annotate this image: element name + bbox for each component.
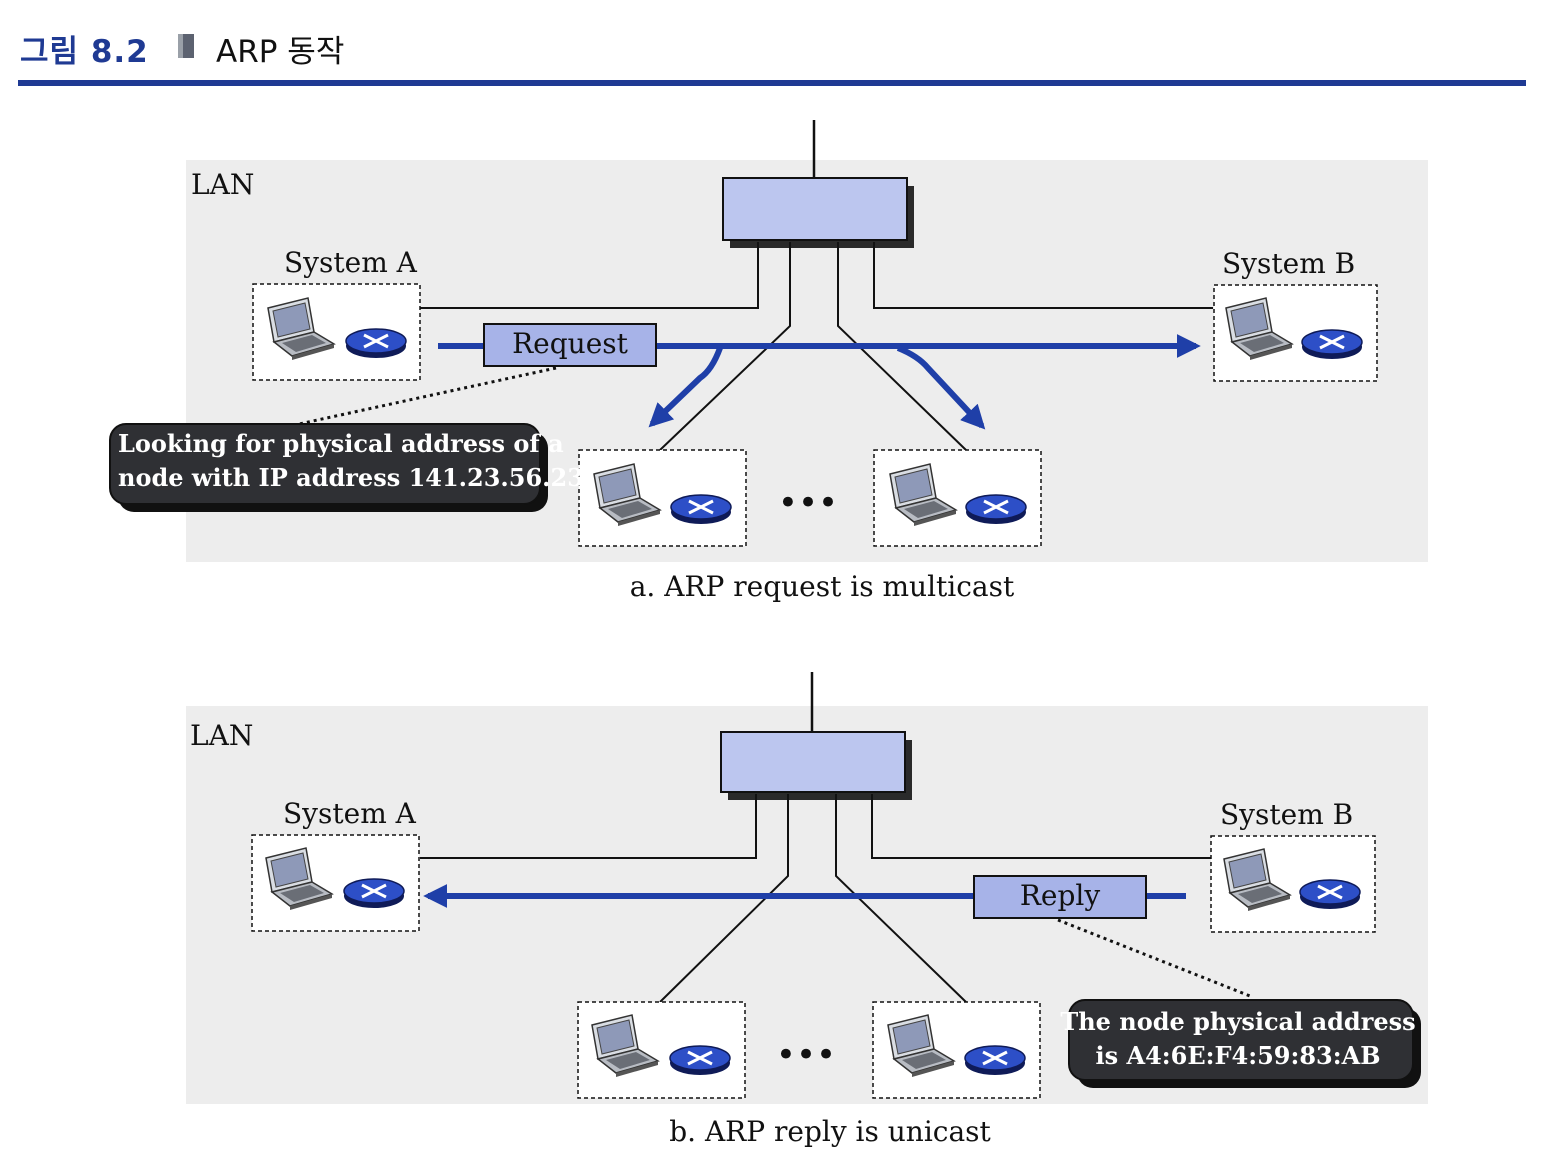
system-a-host-b (251, 834, 420, 932)
callout-a (109, 423, 541, 505)
nic-icon (1298, 878, 1362, 911)
figure-marker-icon (178, 34, 194, 58)
request-packet-label: Request (512, 327, 629, 360)
node-1-host-b (577, 1001, 746, 1099)
system-a-host-a (252, 283, 421, 381)
switch-b (720, 731, 906, 793)
figure-header: 그림 8.2 ARP 동작 (18, 22, 1526, 92)
node-2-host-a (873, 449, 1042, 547)
system-a-label-a: System A (284, 246, 418, 279)
ellipsis-b: ••• (776, 1035, 836, 1075)
nic-icon (669, 493, 733, 526)
reply-packet (973, 875, 1147, 919)
cable-node-2-b (835, 794, 967, 1003)
nic-icon (342, 877, 406, 910)
system-b-label-a: System B (1222, 247, 1355, 280)
lan-label-a: LAN (191, 168, 254, 201)
lan-label-b: LAN (190, 719, 253, 752)
system-b-host-a (1213, 284, 1378, 382)
request-arrow-left (648, 346, 723, 428)
nic-icon (668, 1044, 732, 1077)
callout-a-line-2: node with IP address 141.23.56.23 (118, 463, 584, 492)
system-b-host-b (1210, 835, 1376, 933)
cable-system-a-b (420, 794, 757, 859)
cable-node-1-b (659, 794, 789, 1003)
request-packet (483, 323, 657, 367)
system-a-label-b: System A (283, 797, 417, 830)
callout-b (1068, 999, 1414, 1081)
callout-b-line-2: is A4:6E:F4:59:83:AB (1095, 1041, 1380, 1070)
reply-packet-label: Reply (1020, 879, 1101, 912)
nic-icon (963, 1044, 1027, 1077)
panel-a: LAN Request System A System B (109, 120, 1428, 603)
switch-a (722, 177, 908, 241)
request-arrow-right (896, 345, 986, 430)
node-1-host-a (578, 449, 747, 547)
nic-icon (344, 327, 408, 360)
cable-system-b-b (871, 794, 1211, 859)
header-rule (18, 80, 1526, 86)
nic-icon (1300, 328, 1364, 361)
caption-a: a. ARP request is multicast (630, 570, 1015, 603)
cable-system-a-a (420, 242, 759, 309)
callout-connector-a (289, 366, 557, 428)
system-b-label-b: System B (1220, 798, 1353, 831)
panel-b: LAN Reply System A System B (186, 672, 1428, 1148)
callout-b-line-1: The node physical address (1060, 1007, 1415, 1036)
ellipsis-a: ••• (778, 483, 838, 523)
cable-node-2-a (837, 242, 967, 451)
cable-system-b-a (873, 242, 1213, 309)
figure-title: ARP 동작 (216, 34, 345, 70)
cable-node-1-a (659, 242, 791, 451)
figure-label: 그림 8.2 (20, 34, 149, 70)
caption-b: b. ARP reply is unicast (669, 1115, 991, 1148)
nic-icon (964, 493, 1028, 526)
callout-a-line-1: Looking for physical address of a (118, 429, 564, 458)
node-2-host-b (872, 1001, 1041, 1099)
